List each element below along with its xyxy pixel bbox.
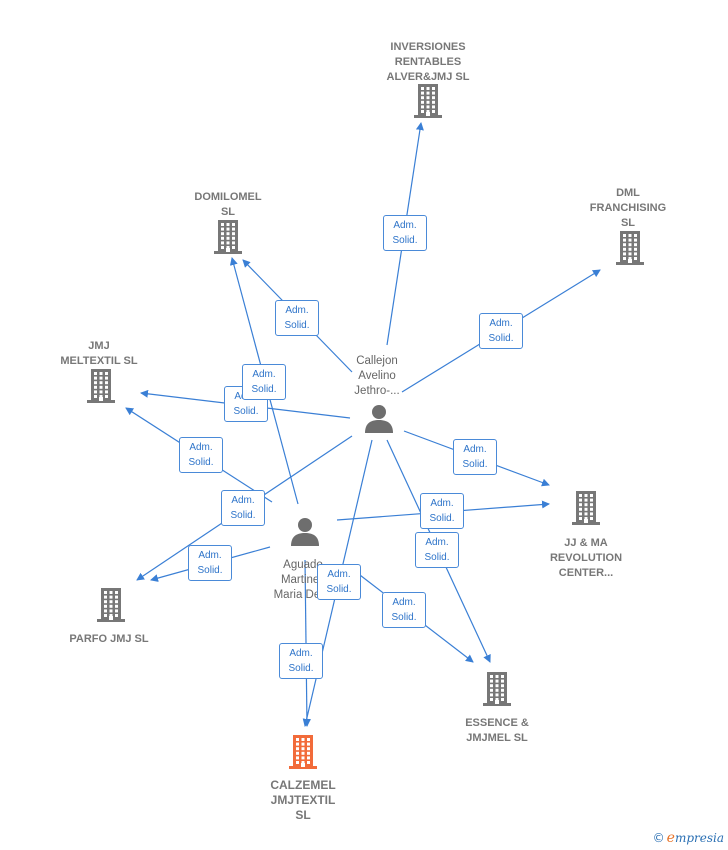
building-icon [572, 491, 600, 525]
person-icon [365, 405, 393, 433]
building-icon [97, 588, 125, 622]
company-node-dml[interactable] [614, 230, 646, 266]
building-icon [483, 672, 511, 706]
role-type-label: Solid. [424, 552, 450, 563]
role-label: Adm. [289, 648, 313, 659]
role-label: Adm. [392, 597, 416, 608]
empresia-logo[interactable]: ©empresia [653, 830, 724, 846]
building-icon [616, 231, 644, 265]
person-node-aguado[interactable] [290, 516, 320, 546]
company-name-inversiones[interactable]: INVERSIONES RENTABLES ALVER&JMJ SL [386, 41, 470, 83]
edge-badge-aguado-parfo[interactable]: Adm. Solid. [188, 545, 232, 581]
company-name-jjma[interactable]: JJ & MA REVOLUTION CENTER... [549, 537, 623, 579]
building-icon [289, 735, 317, 769]
edge-badge-aguado-domilomel[interactable]: Adm. Solid. [242, 364, 286, 400]
brand-text: mpresia [674, 831, 724, 845]
role-type-label: Solid. [284, 320, 310, 331]
company-node-inversiones[interactable] [412, 83, 444, 119]
role-type-label: Solid. [391, 612, 417, 623]
role-label: Adm. [463, 444, 487, 455]
brand-initial: e [666, 830, 675, 846]
person-name-callejon[interactable]: Callejon Avelino Jethro-... [354, 355, 400, 397]
role-type-label: Solid. [230, 510, 256, 521]
role-type-label: Solid. [197, 565, 223, 576]
role-type-label: Solid. [429, 513, 455, 524]
edge-badge-callejon-dml[interactable]: Adm. Solid. [479, 313, 523, 349]
role-type-label: Solid. [392, 235, 418, 246]
role-type-label: Solid. [288, 663, 314, 674]
person-icon [291, 518, 319, 546]
company-node-jmj[interactable] [85, 368, 117, 404]
role-label: Adm. [189, 442, 213, 453]
company-node-jjma[interactable] [570, 490, 602, 526]
role-label: Adm. [489, 318, 513, 329]
edge-badge-callejon-essence[interactable]: Adm. Solid. [415, 532, 459, 568]
edge-badge-aguado-essence[interactable]: Adm. Solid. [382, 592, 426, 628]
role-label: Adm. [285, 305, 309, 316]
company-node-essence[interactable] [481, 671, 513, 707]
role-type-label: Solid. [251, 384, 277, 395]
role-label: Adm. [252, 369, 276, 380]
building-icon [214, 220, 242, 254]
edge-badge-aguado-calzemel[interactable]: Adm. Solid. [279, 643, 323, 679]
company-name-calzemel[interactable]: CALZEMEL JMJTEXTIL SL [270, 778, 336, 822]
role-type-label: Solid. [233, 406, 259, 417]
edge-badge-callejon-inversiones[interactable]: Adm. Solid. [383, 215, 427, 251]
company-node-domilomel[interactable] [212, 219, 244, 255]
edge-badge-callejon-domilomel[interactable]: Adm. Solid. [275, 300, 319, 336]
building-icon [87, 369, 115, 403]
role-label: Adm. [327, 569, 351, 580]
company-node-calzemel[interactable] [287, 734, 319, 770]
building-icon [414, 84, 442, 118]
company-name-essence[interactable]: ESSENCE & JMJMEL SL [465, 717, 529, 744]
company-name-jmj[interactable]: JMJ MELTEXTIL SL [60, 340, 138, 367]
role-type-label: Solid. [488, 333, 514, 344]
role-label: Adm. [425, 537, 449, 548]
edge-badge-callejon-jjma[interactable]: Adm. Solid. [453, 439, 497, 475]
edge-badge-aguado-jmj[interactable]: Adm. Solid. [179, 437, 223, 473]
copyright-symbol: © [652, 831, 665, 845]
role-label: Adm. [198, 550, 222, 561]
role-type-label: Solid. [188, 457, 214, 468]
company-name-domilomel[interactable]: DOMILOMEL SL [194, 191, 262, 218]
role-label: Adm. [231, 495, 255, 506]
company-node-parfo[interactable] [95, 587, 127, 623]
role-type-label: Solid. [462, 459, 488, 470]
edge-badge-callejon-calzemel[interactable]: Adm. Solid. [317, 564, 361, 600]
company-name-dml[interactable]: DML FRANCHISING SL [589, 187, 667, 229]
role-label: Adm. [430, 498, 454, 509]
edge-badge-callejon-parfo[interactable]: Adm. Solid. [221, 490, 265, 526]
role-label: Adm. [393, 220, 417, 231]
edge-badge-aguado-jjma[interactable]: Adm. Solid. [420, 493, 464, 529]
role-type-label: Solid. [326, 584, 352, 595]
person-node-callejon[interactable] [364, 403, 394, 433]
company-name-parfo[interactable]: PARFO JMJ SL [69, 633, 149, 645]
